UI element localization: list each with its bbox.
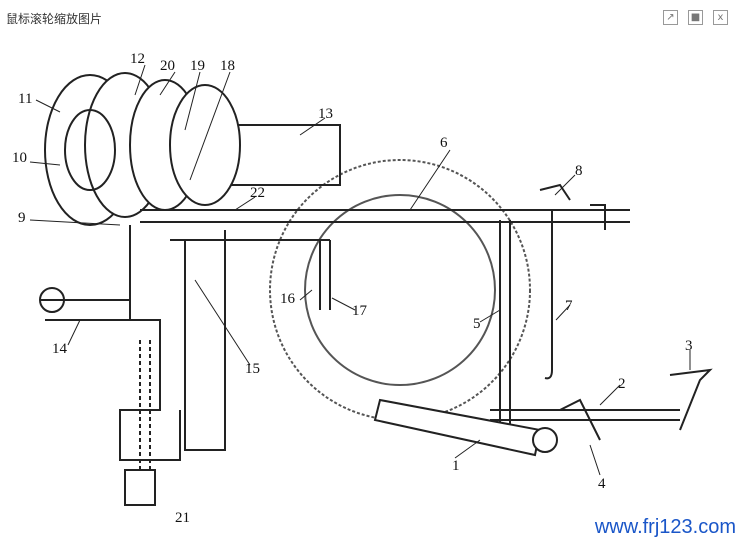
pedal-3 <box>669 368 713 431</box>
close-button[interactable]: x <box>713 10 728 25</box>
label-15: 15 <box>245 361 260 377</box>
maximize-button[interactable]: ■ <box>688 10 703 25</box>
large-circle <box>269 159 531 421</box>
label-13: 13 <box>318 106 333 122</box>
mechanism-drawing: 1 2 3 4 5 6 7 8 9 10 11 12 13 14 15 16 1… <box>12 51 713 526</box>
watermark: www.frj123.com <box>594 516 736 538</box>
label-18: 18 <box>220 58 235 74</box>
label-4: 4 <box>598 476 606 492</box>
label-22: 22 <box>250 185 265 201</box>
label-6: 6 <box>440 135 448 151</box>
inner-circle <box>304 194 496 386</box>
label-17: 17 <box>352 303 368 319</box>
window-title: 鼠标滚轮缩放图片 <box>6 12 103 26</box>
spring-21 <box>124 469 156 506</box>
part-labels: 1 2 3 4 5 6 7 8 9 10 11 12 13 14 15 16 1… <box>12 51 693 526</box>
label-12: 12 <box>130 51 145 67</box>
label-16: 16 <box>280 291 296 307</box>
label-19: 19 <box>190 58 205 74</box>
label-10: 10 <box>12 150 27 166</box>
label-8: 8 <box>575 163 583 179</box>
label-1: 1 <box>452 458 460 474</box>
close-icon: x <box>717 12 724 23</box>
label-11: 11 <box>18 91 32 107</box>
open-external-button[interactable]: ↗ <box>663 10 678 25</box>
label-9: 9 <box>18 210 26 226</box>
label-21: 21 <box>175 510 190 526</box>
label-2: 2 <box>618 376 626 392</box>
maximize-icon: ■ <box>690 12 701 23</box>
beam <box>230 124 341 186</box>
part-4 <box>559 398 601 441</box>
label-5: 5 <box>473 316 481 332</box>
label-20: 20 <box>160 58 175 74</box>
label-7: 7 <box>565 298 573 314</box>
label-14: 14 <box>52 341 68 357</box>
label-3: 3 <box>685 338 693 354</box>
lever-1 <box>373 398 542 457</box>
window-controls: ↗ ■ x <box>663 10 728 25</box>
open-external-icon: ↗ <box>666 12 675 23</box>
main-shaft <box>140 209 630 223</box>
